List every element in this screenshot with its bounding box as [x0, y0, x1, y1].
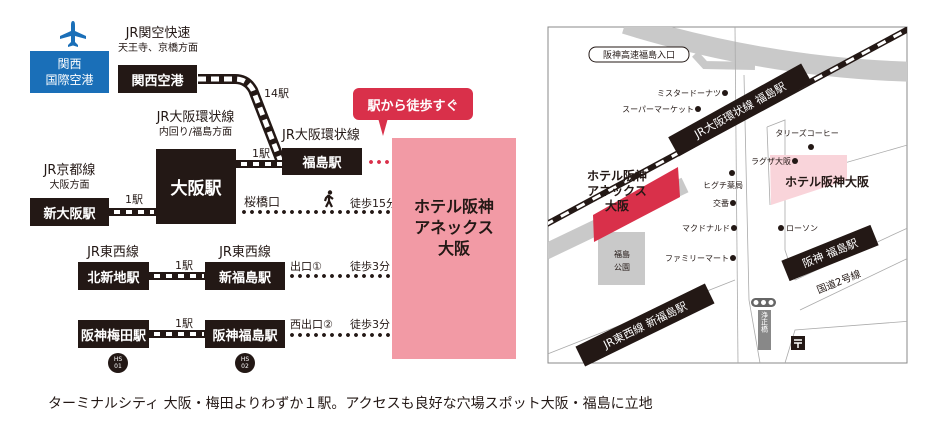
station-hanshin-umeda: 阪神梅田駅 — [78, 320, 149, 348]
hotel-osaka-building — [770, 155, 847, 205]
fukushima-line-name: JR大阪環状線 — [282, 128, 360, 143]
landmarks: ミスタードーナツ スーパーマーケット タリーズコーヒー ラグザ大阪 ヒグチ薬局 … — [622, 89, 839, 263]
annex-label-1: ホテル阪神 — [587, 168, 647, 183]
svg-text:タリーズコーヒー: タリーズコーヒー — [775, 128, 839, 138]
kanku-stops: 14駅 — [264, 87, 289, 100]
kyoto-track — [109, 208, 156, 216]
svg-text:ローソン: ローソン — [786, 224, 818, 233]
bridge-label-bg — [758, 310, 771, 350]
station-shin-osaka: 新大阪駅 — [30, 198, 109, 226]
svg-text:マクドナルド: マクドナルド — [682, 224, 730, 233]
area-map: 阪神高速福島入口 JR大阪環状線 福島駅 ホテル阪神 アネックス 大阪 ホテル阪… — [547, 26, 908, 367]
callout-pointer — [378, 118, 388, 136]
kanku-direction: 天王寺、京橋方面 — [118, 43, 198, 54]
station-kitashinchi: 北新地駅 — [78, 262, 149, 290]
bridge-label: 浄正橋 — [761, 311, 769, 334]
fukushima-park — [598, 232, 645, 285]
loop-track — [236, 160, 284, 168]
tozai-walk-dots — [288, 274, 392, 278]
station-fukushima: 福島駅 — [282, 148, 362, 175]
hotel-osaka-label: ホテル阪神大阪 — [785, 174, 870, 189]
sakurabashi-exit: 桜橋口 — [244, 195, 281, 209]
airport-box: 関西 国際空港 — [30, 51, 109, 93]
kanku-track — [198, 74, 286, 164]
svg-text:ヒグチ薬局: ヒグチ薬局 — [703, 180, 743, 190]
kyoto-direction: 大阪方面 — [49, 180, 90, 191]
hanshin-stops: 1駅 — [175, 317, 193, 330]
svg-text:交番: 交番 — [713, 198, 729, 208]
station-shin-fukushima: 新福島駅 — [205, 262, 285, 290]
hanshin-walk: 徒歩3分 — [350, 318, 390, 331]
station-kansai-airport: 関西空港 — [118, 65, 197, 93]
expressway — [622, 27, 907, 82]
airport-name-2: 国際空港 — [45, 73, 94, 87]
park-label-1: 福島 — [614, 249, 630, 259]
station-hanshin-fukushima: 阪神福島駅 — [205, 320, 285, 348]
hanshin-exit: 西出口② — [290, 318, 333, 331]
kyoto-line-name: JR京都線 — [43, 163, 96, 178]
walking-person-icon — [322, 190, 336, 212]
loop-stops: 1駅 — [252, 147, 270, 160]
park-label-2: 公園 — [614, 263, 630, 272]
svg-text:ミスタードーナツ: ミスタードーナツ — [657, 89, 721, 98]
airplane-icon — [58, 20, 88, 48]
walk-15: 徒歩15分 — [350, 197, 397, 210]
hanshin-track — [149, 330, 206, 338]
hotel-name-2: アネックス — [414, 218, 494, 237]
hotel-name-1: ホテル阪神 — [413, 197, 494, 216]
tozai-exit: 出口① — [290, 260, 322, 273]
airport-name-1: 関西 — [57, 57, 82, 71]
kanku-line-name: JR関空快速 — [125, 26, 191, 41]
callout-bubble: 駅から徒歩すぐ — [353, 88, 473, 120]
tozai-line-b: JR東西線 — [219, 245, 271, 260]
station-osaka: 大阪駅 — [156, 149, 236, 224]
tozai-track — [149, 272, 206, 280]
hanshin-walk-dots — [288, 333, 392, 337]
callout-text: 駅から徒歩すぐ — [367, 98, 459, 114]
svg-text:ファミリーマート: ファミリーマート — [665, 254, 729, 263]
svg-text:スーパーマーケット: スーパーマーケット — [622, 105, 694, 114]
annex-label-3: 大阪 — [605, 198, 630, 213]
hotel-box: ホテル阪神 アネックス 大阪 — [392, 138, 516, 359]
kyoto-stops: 1駅 — [125, 193, 143, 206]
annex-label-2: アネックス — [587, 184, 647, 198]
tozai-stops: 1駅 — [175, 259, 193, 272]
tozai-line-a: JR東西線 — [87, 245, 139, 260]
svg-text:ラグザ大阪: ラグザ大阪 — [751, 156, 791, 166]
fukushima-walk-dots — [367, 160, 393, 164]
caption: ターミナルシティ 大阪・梅田よりわずか１駅。アクセスも良好な穴場スポット大阪・福… — [48, 396, 653, 412]
annex-building — [593, 167, 680, 242]
osaka-walk-dots — [240, 210, 392, 214]
expressway-label: 阪神高速福島入口 — [603, 49, 675, 61]
hotel-name-3: 大阪 — [437, 239, 470, 258]
tozai-walk: 徒歩3分 — [350, 260, 390, 273]
loop-direction: 内回り/福島方面 — [158, 127, 233, 138]
loop-line-name: JR大阪環状線 — [156, 110, 235, 125]
traffic-light-icon — [751, 298, 776, 307]
post-office-icon — [791, 336, 805, 350]
